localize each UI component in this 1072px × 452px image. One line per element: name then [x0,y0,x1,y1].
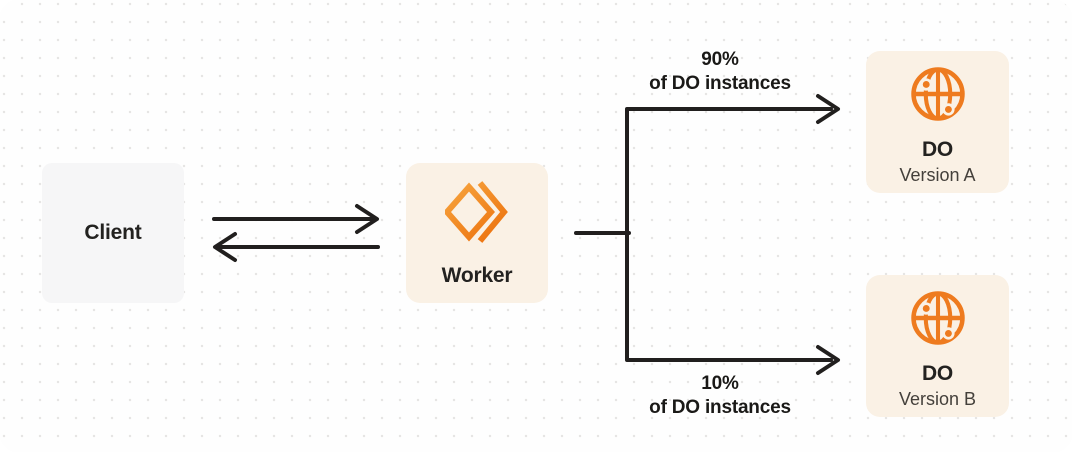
worker-label: Worker [441,264,513,287]
do-b-title: DO [921,362,954,385]
do-b-subtitle: Version B [898,389,977,409]
branch-trunk [625,107,833,362]
bottom-branch-caption: of DO instances [649,397,791,418]
top-branch-label: 90% of DO instances [600,48,840,96]
client-node: Client [42,163,184,303]
do-version-a-node: DO Version A [866,51,1009,193]
bottom-branch-percent: 10% [701,373,739,394]
bottom-branch-label: 10% of DO instances [600,372,840,420]
worker-to-client-arrowhead [213,232,237,262]
do-a-subtitle: Version A [899,165,976,185]
branch-top-arrowhead [816,94,840,124]
worker-node: Worker [406,163,548,303]
top-branch-caption: of DO instances [649,73,791,94]
do-a-title: DO [921,138,954,161]
branch-bottom-arrowhead [816,345,840,375]
top-branch-percent: 90% [701,49,739,70]
durable-object-globe-icon [910,67,965,121]
client-to-worker-arrowhead [355,204,379,234]
cloudflare-workers-icon [445,181,508,243]
client-label: Client [84,221,142,244]
durable-object-globe-icon [910,291,965,345]
do-version-b-node: DO Version B [866,275,1009,417]
